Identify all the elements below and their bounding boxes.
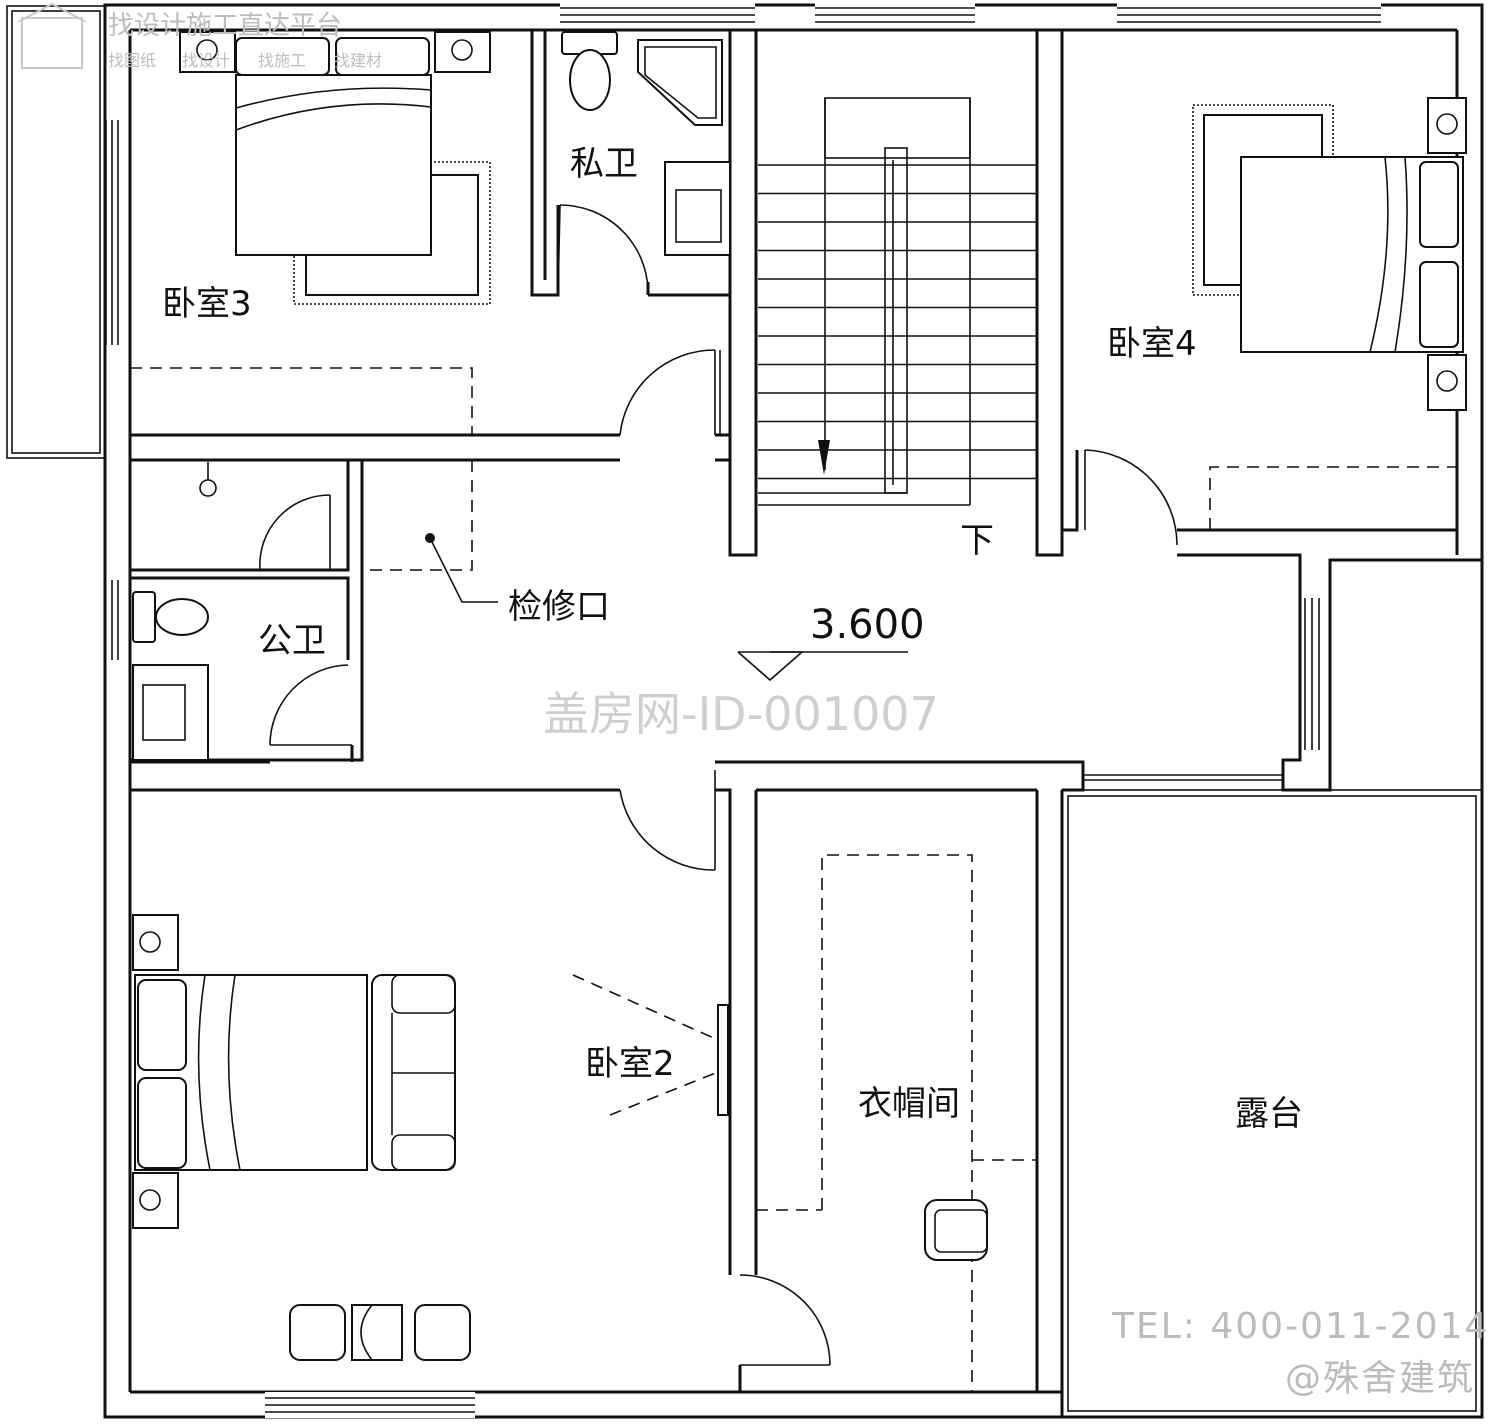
label-bedroom4: 卧室4 [1107, 324, 1197, 364]
access-hatch-marker [425, 533, 498, 603]
label-bedroom3: 卧室3 [162, 284, 252, 324]
bed-bedroom3 [179, 31, 491, 305]
label-bedroom2: 卧室2 [585, 1044, 675, 1084]
dashed-outlines [130, 367, 1457, 1392]
label-private-bath: 私卫 [570, 144, 638, 184]
logo-title: 找设计施工直达平台 [108, 11, 342, 41]
contact-tel: TEL: 400-011-2014 [1111, 1306, 1489, 1347]
level-mark: 3.600 [810, 602, 925, 648]
fixtures-private-bath [561, 31, 731, 256]
interior-walls [130, 30, 1483, 1418]
chair-cloakroom [924, 1199, 988, 1261]
contact-brand: @殊舍建筑 [1285, 1358, 1475, 1399]
watermark-id: 盖房网-ID-001007 [543, 687, 939, 741]
logo-tag-4: 找建材 [334, 51, 382, 70]
doors [259, 204, 1178, 1366]
fixtures-public-bath [132, 462, 217, 761]
label-cloakroom: 衣帽间 [858, 1084, 960, 1124]
outer-walls [103, 3, 1484, 1419]
top-windows [111, 2, 1381, 1418]
left-balcony [6, 5, 119, 459]
bed-bedroom2 [132, 914, 729, 1361]
bed-bedroom4 [1192, 97, 1467, 411]
label-stair-down: 下 [960, 521, 994, 561]
label-terrace: 露台 [1235, 1094, 1303, 1134]
label-access-hatch: 检修口 [508, 587, 610, 627]
room-labels: 卧室3 私卫 卧室4 公卫 检修口 下 3.600 卧室2 衣帽间 露台 [162, 144, 1303, 1134]
staircase [758, 97, 1037, 506]
logo-tag-3: 找施工 [258, 51, 306, 70]
label-public-bath: 公卫 [258, 621, 326, 661]
logo: 找设计施工直达平台 找图纸 找设计 找施工 找建材 [17, 2, 382, 70]
logo-tag-2: 找设计 [182, 51, 230, 70]
level-symbol [737, 651, 908, 682]
logo-tag-1: 找图纸 [108, 51, 156, 70]
